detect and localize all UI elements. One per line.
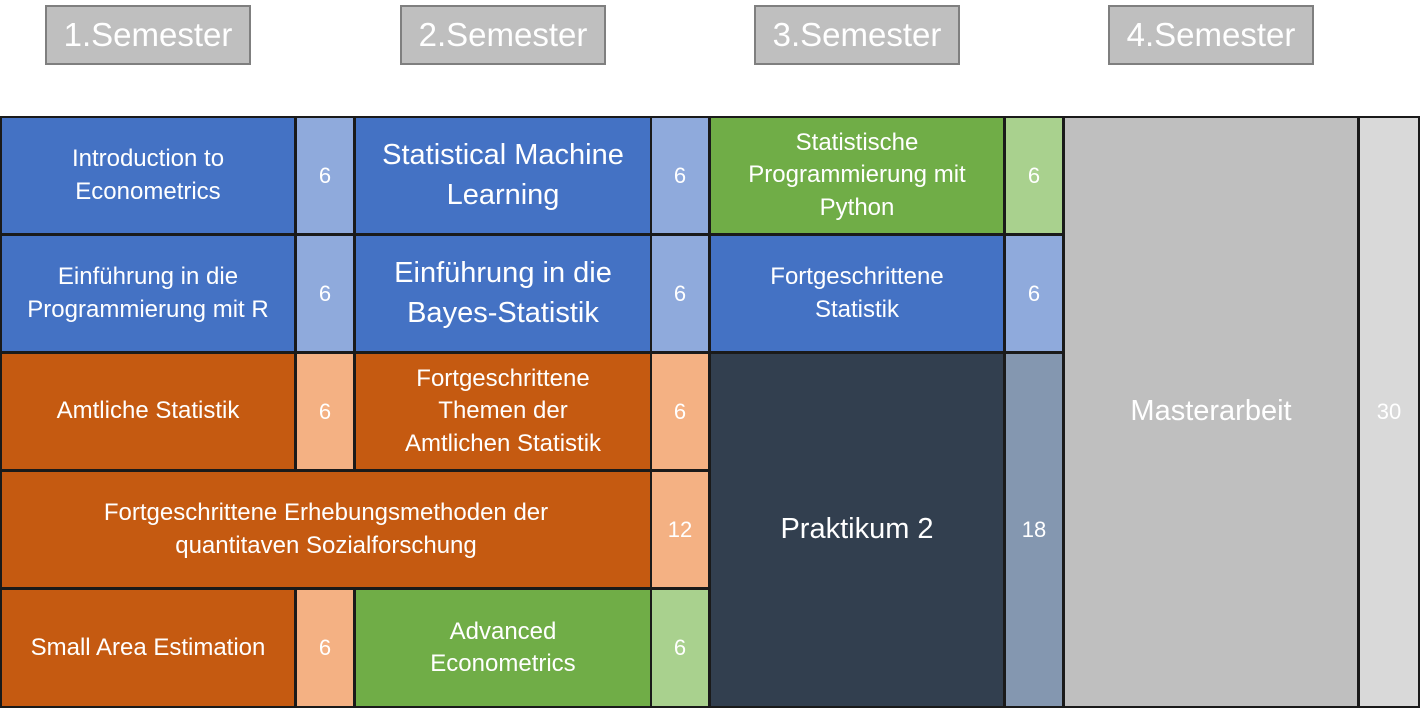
ects-intro-econometrics: 6 xyxy=(297,118,353,233)
ects-einf-prog-r: 6 xyxy=(297,236,353,351)
module-bayes: Einführung in die Bayes-Statistik xyxy=(356,236,650,351)
module-masterarbeit: Masterarbeit xyxy=(1065,118,1357,706)
ects-fortg-statistik: 6 xyxy=(1006,236,1062,351)
module-stat-ml: Statistical Machine Learning xyxy=(356,118,650,233)
module-name: Praktikum 2 xyxy=(780,513,934,546)
module-einf-prog-r: Einführung in die Programmierung mit R xyxy=(2,236,294,351)
semester-2-header: 2.Semester xyxy=(400,5,606,65)
module-fortg-statistik: Fortgeschrittene Statistik xyxy=(711,236,1003,351)
module-name: Masterarbeit xyxy=(1130,395,1292,428)
module-adv-econometrics: Advanced Econometrics xyxy=(356,590,650,706)
module-name: Statistical Machine Learning xyxy=(382,139,624,211)
module-name: Small Area Estimation xyxy=(30,633,266,661)
ects-stat-ml: 6 xyxy=(652,118,708,233)
module-stat-prog-python: Statistische Programmierung mit Python xyxy=(711,118,1003,233)
module-name: Amtliche Statistik xyxy=(56,397,240,425)
ects-erhebungsmethoden: 12 xyxy=(652,472,708,587)
ects-masterarbeit: 30 xyxy=(1360,118,1418,706)
module-name: Fortgeschrittene Statistik xyxy=(770,263,944,323)
module-name: Fortgeschrittene Themen der Amtlichen St… xyxy=(404,364,602,457)
module-intro-econometrics: Introduction to Econometrics xyxy=(2,118,294,233)
module-grid: Introduction to Econometrics 6 Statistic… xyxy=(0,116,1420,708)
ects-small-area: 6 xyxy=(297,590,353,706)
module-fortg-amtliche: Fortgeschrittene Themen der Amtlichen St… xyxy=(356,354,650,469)
module-name: Statistische Programmierung mit Python xyxy=(748,128,966,221)
ects-stat-prog-python: 6 xyxy=(1006,118,1062,233)
semester-3-header: 3.Semester xyxy=(754,5,960,65)
module-name: Einführung in die Bayes-Statistik xyxy=(394,257,612,329)
module-amtliche: Amtliche Statistik xyxy=(2,354,294,469)
ects-amtliche: 6 xyxy=(297,354,353,469)
ects-praktikum: 18 xyxy=(1006,354,1062,706)
ects-adv-econometrics: 6 xyxy=(652,590,708,706)
module-praktikum: Praktikum 2 xyxy=(711,354,1003,706)
module-name: Einführung in die Programmierung mit R xyxy=(27,263,269,323)
semester-1-header: 1.Semester xyxy=(45,5,251,65)
semester-4-header: 4.Semester xyxy=(1108,5,1314,65)
ects-fortg-amtliche: 6 xyxy=(652,354,708,469)
ects-bayes: 6 xyxy=(652,236,708,351)
module-small-area: Small Area Estimation xyxy=(2,590,294,706)
module-name: Fortgeschrittene Erhebungsmethoden der q… xyxy=(103,499,549,559)
module-name: Introduction to Econometrics xyxy=(71,145,225,205)
module-name: Advanced Econometrics xyxy=(430,617,576,677)
module-erhebungsmethoden: Fortgeschrittene Erhebungsmethoden der q… xyxy=(2,472,650,587)
